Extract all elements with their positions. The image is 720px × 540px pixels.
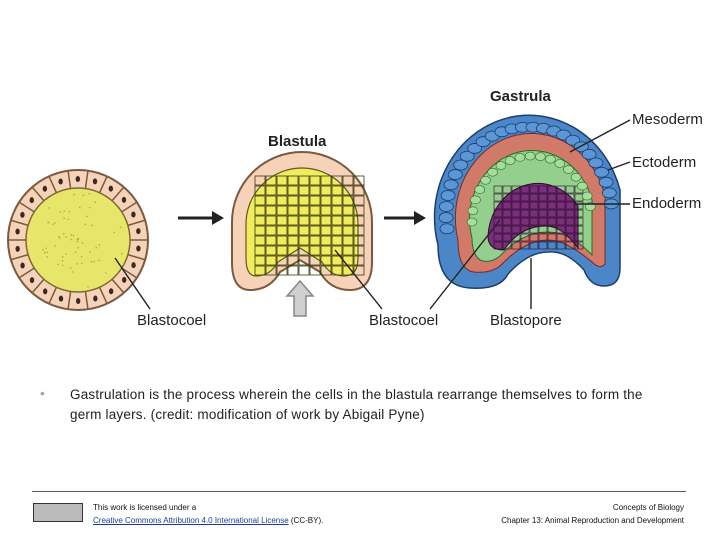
label-mesoderm: Mesoderm [632,111,703,128]
license-line1: This work is licensed under a [93,501,323,514]
label-endoderm: Endoderm [632,195,701,212]
book-info: Concepts of Biology Chapter 13: Animal R… [501,501,684,527]
license-suffix: (CC-BY). [289,516,324,525]
label-gastrula: Gastrula [490,88,552,105]
label-blastopore: Blastopore [490,312,562,329]
chapter-title: Chapter 13: Animal Reproduction and Deve… [501,514,684,527]
footer-divider [32,491,686,492]
caption-bullet: • [40,385,45,401]
arrow-right-1 [178,211,224,225]
license-line2: Creative Commons Attribution 4.0 Interna… [93,514,323,527]
cc-by-badge-icon[interactable] [33,503,83,522]
label-blastula: Blastula [268,133,327,150]
gastrula-stage [435,115,620,288]
caption-text: Gastrulation is the process wherein the … [70,385,670,425]
book-title: Concepts of Biology [501,501,684,514]
invagination-arrow [287,281,313,316]
label-ectoderm: Ectoderm [632,154,696,171]
early-blastula-sphere [8,170,148,310]
license-link[interactable]: Creative Commons Attribution 4.0 Interna… [93,516,289,525]
license-notice: This work is licensed under a Creative C… [93,501,323,527]
label-blastocoel-2: Blastocoel [369,312,438,329]
gastrulation-diagram: Blastula Gastrula Blastocoel Blastocoel … [0,0,720,340]
arrow-right-2 [384,211,426,225]
blastula-stage [232,152,372,316]
label-blastocoel-1: Blastocoel [137,312,206,329]
